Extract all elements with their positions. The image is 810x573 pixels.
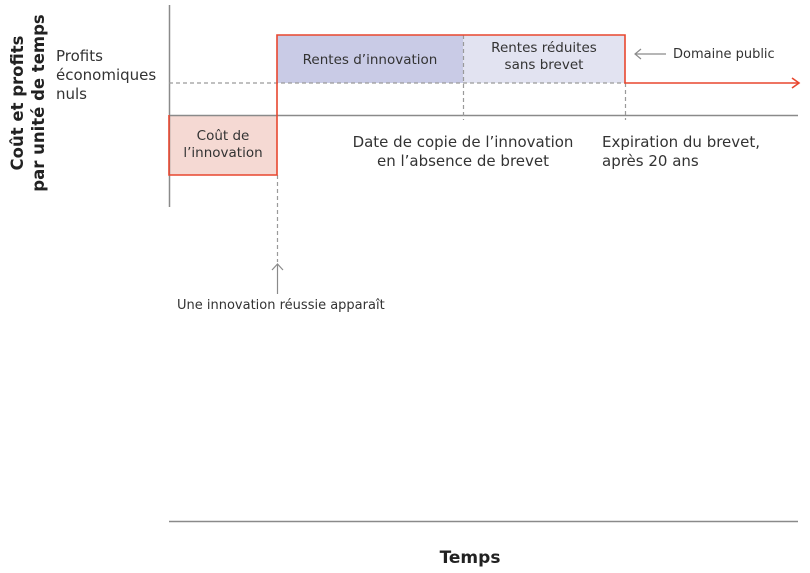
patent-expiry-label: Expiration du brevet, après 20 ans	[602, 133, 760, 171]
y-axis-label-line1: Coût et profits	[8, 35, 27, 171]
public-domain-label: Domaine public	[673, 47, 775, 62]
patent-expiry-label-line2: après 20 ans	[602, 152, 699, 170]
copy-date-label: Date de copie de l’innovation en l’absen…	[335, 133, 591, 171]
y-axis-label-line2: par unité de temps	[29, 14, 48, 192]
zero-profit-label: Profits économiques nuls	[56, 47, 156, 104]
innovation-arrowhead-icon	[271, 263, 284, 271]
cost-label-line1: Coût de	[196, 128, 250, 144]
copy-date-label-line2: en l’absence de brevet	[376, 152, 550, 170]
y-axis-label: Coût et profits par unité de temps	[7, 13, 49, 193]
cost-label: Coût de l’innovation	[169, 128, 277, 162]
patent-expiry-label-line1: Expiration du brevet,	[602, 133, 761, 151]
reduced-rents-label-line1: Rentes réduites	[491, 40, 597, 56]
rents-label-text: Rentes d’innovation	[302, 52, 438, 68]
time-arrowhead-icon	[791, 77, 801, 89]
reduced-rents-label: Rentes réduites sans brevet	[463, 40, 625, 74]
rents-label: Rentes d’innovation	[277, 52, 463, 69]
cost-label-line2: l’innovation	[183, 145, 263, 161]
rents-region	[277, 35, 463, 83]
cost-region	[169, 115, 277, 175]
public-domain-arrowhead-icon	[634, 48, 642, 60]
zero-profit-label-line3: nuls	[56, 85, 87, 103]
copy-date-label-line1: Date de copie de l’innovation	[352, 133, 574, 151]
zero-profit-label-line1: Profits	[56, 47, 103, 65]
reduced-rents-label-line2: sans brevet	[504, 57, 584, 73]
x-axis-label: Temps	[439, 548, 501, 568]
profit-step-line	[168, 34, 798, 176]
reduced-rents-region	[463, 35, 625, 83]
innovation-appears-label: Une innovation réussie apparaît	[177, 298, 385, 313]
zero-profit-label-line2: économiques	[56, 66, 157, 84]
